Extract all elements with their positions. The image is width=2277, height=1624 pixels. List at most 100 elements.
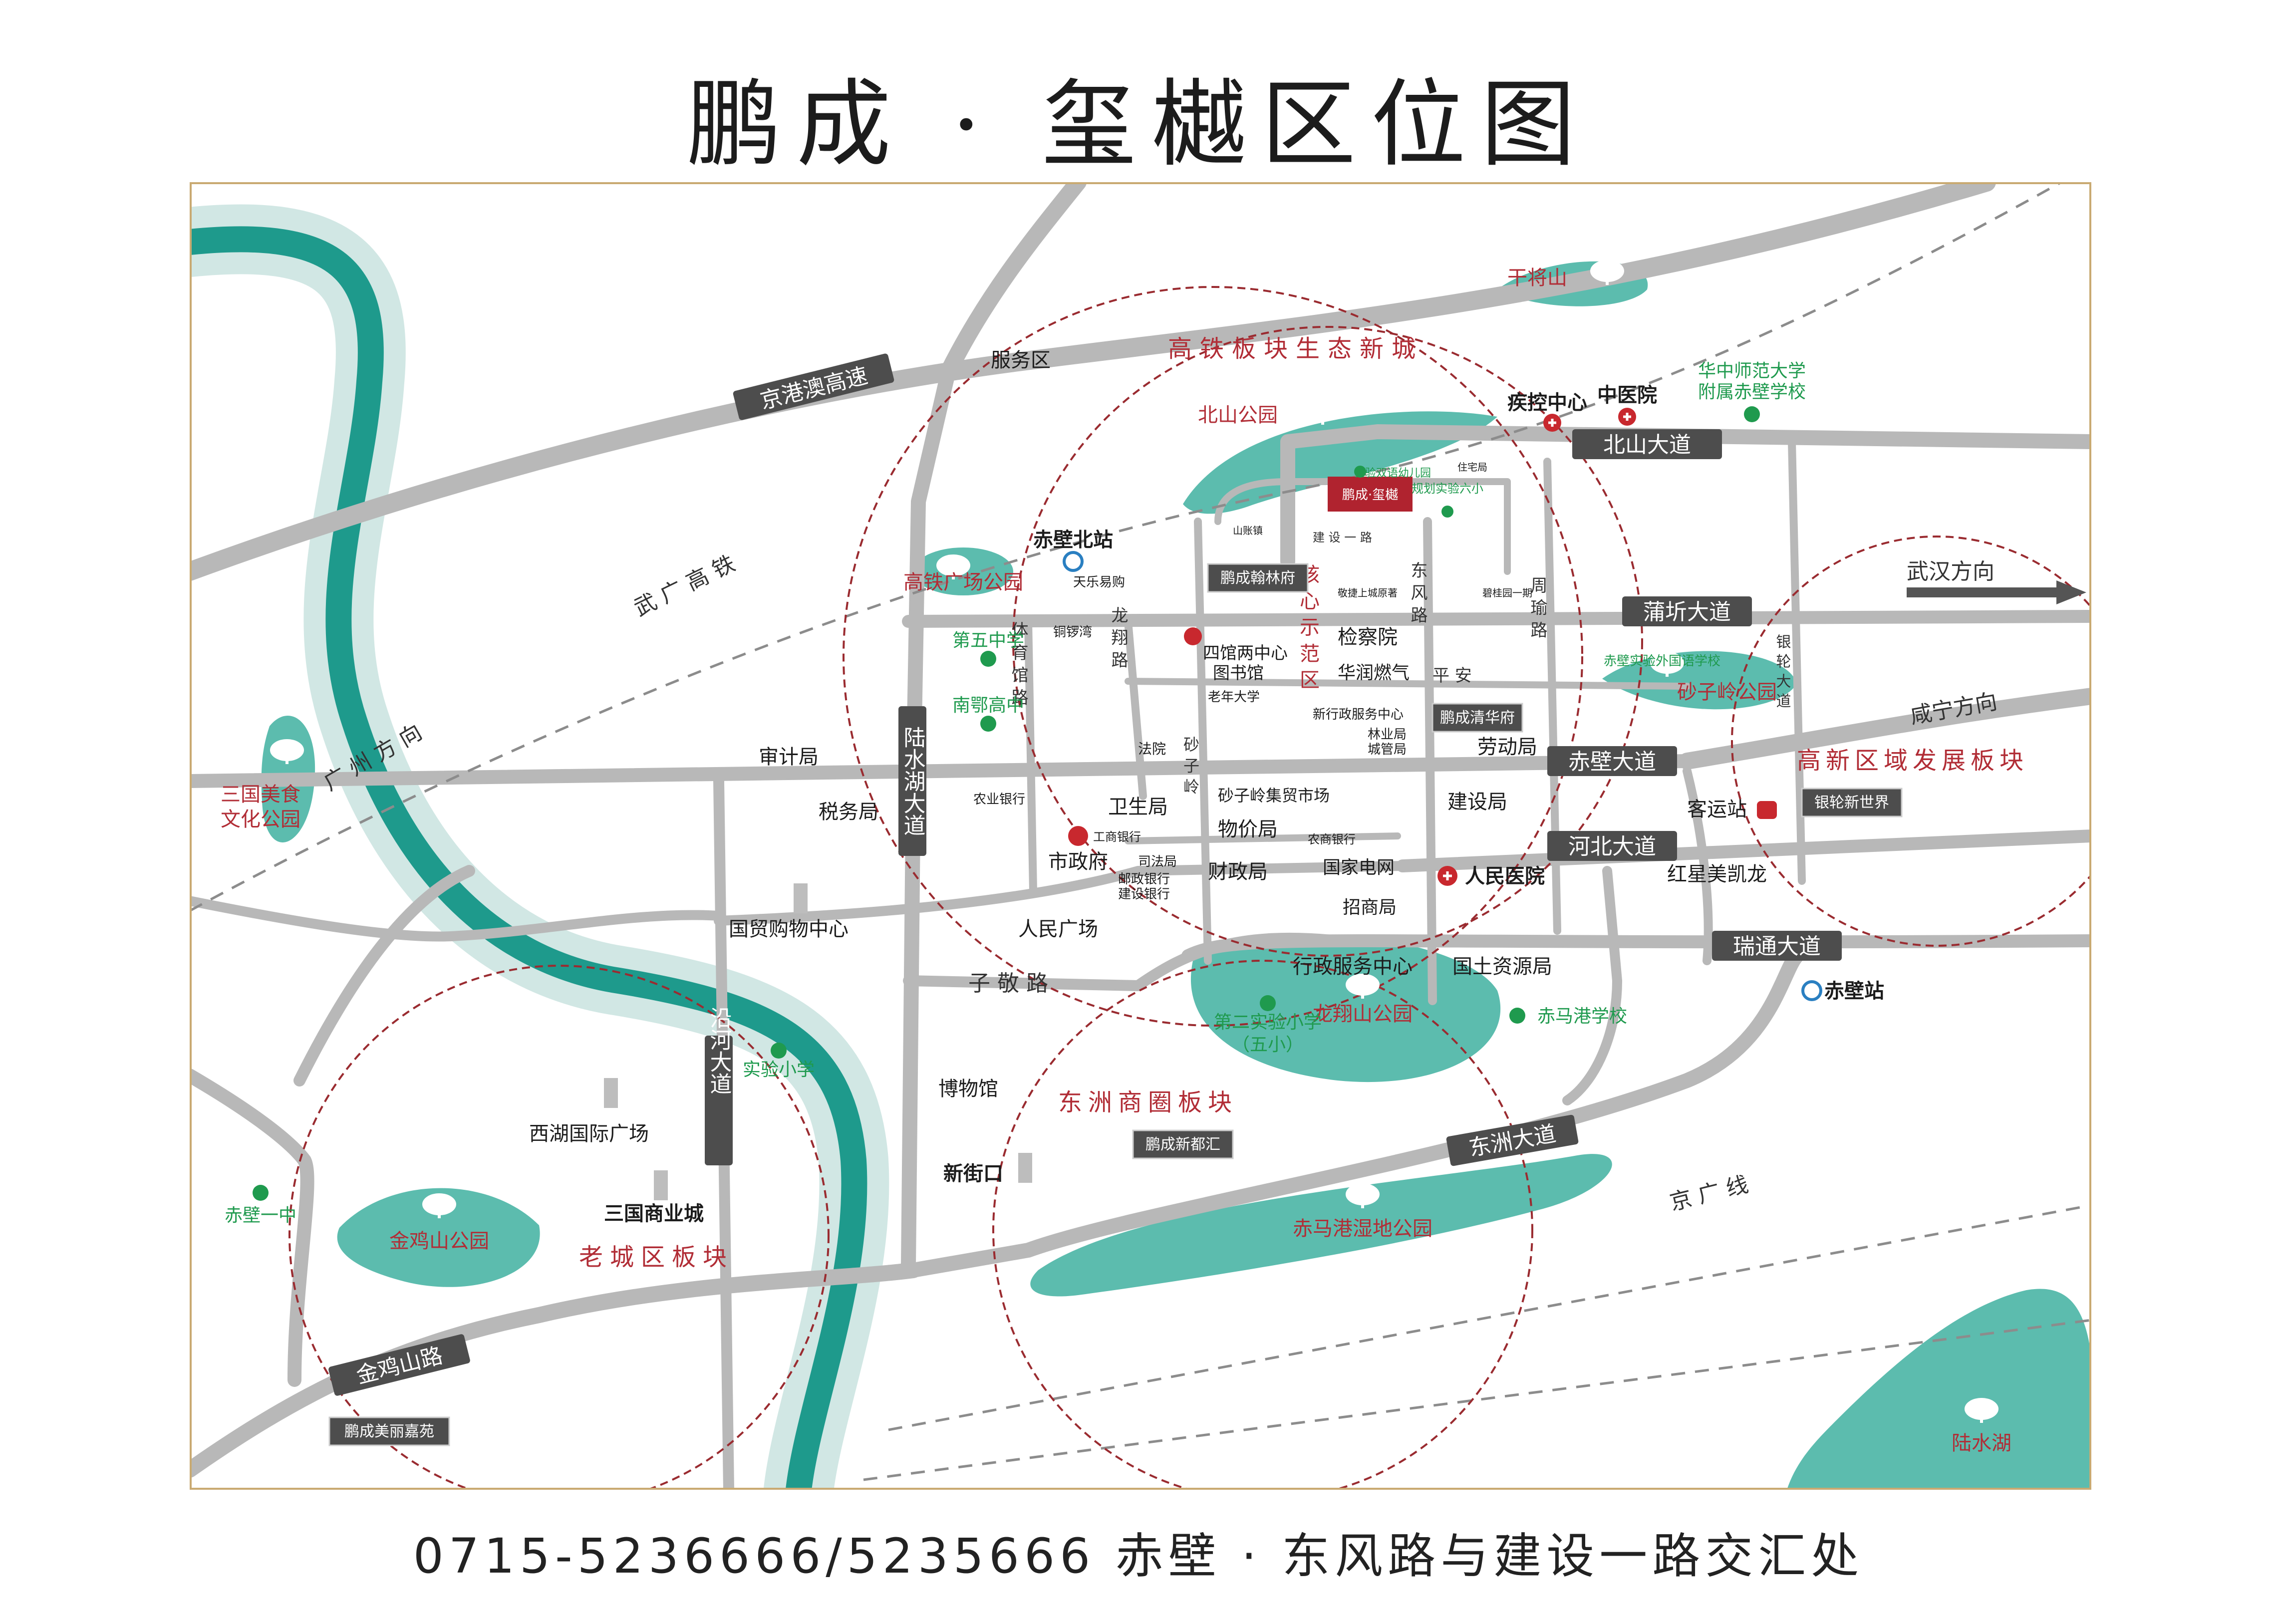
label-shaziling-market: 砂子岭集贸市场 — [1218, 786, 1330, 805]
road-hebei — [1396, 829, 2091, 872]
label-shanzhen: 山账镇 — [1233, 525, 1263, 537]
road-label-chibi: 赤壁大道 — [1568, 749, 1656, 775]
road-zijing — [903, 932, 1343, 991]
project-yinlun: 银轮新世界 — [1801, 788, 1903, 817]
train-station-icon — [1063, 551, 1084, 572]
project-tags[interactable]: 鹏成·玺樾 鹏成翰林府 鹏成清华府 鹏成新都汇 鹏成美丽嘉苑 银轮新世界 — [328, 477, 1903, 1446]
building-icon — [794, 883, 808, 913]
station-chibibei: 赤壁北站 — [1033, 529, 1113, 551]
station-keyun: 客运站 — [1687, 798, 1747, 821]
map-border — [190, 182, 2091, 1490]
label-gongshang: 工商银行 — [1093, 830, 1141, 844]
road-tiyu — [1024, 617, 1037, 895]
park-chimagang-label: 赤马港湿地公园 — [1293, 1217, 1432, 1240]
label-renmin-gc: 人民广场 — [1018, 918, 1098, 941]
road-label-hebei: 河北大道 — [1568, 834, 1656, 859]
zone-gaoxin: 高新区域发展板块 — [1797, 747, 2028, 775]
school-di2-2: （五小） — [1232, 1035, 1304, 1055]
zone-gaotie: 高铁板块生态新城 — [1168, 335, 1423, 363]
text-wuhan: 武汉方向 — [1907, 559, 1994, 584]
park-lushuihu-label: 陆水湖 — [1952, 1432, 2011, 1455]
label-guotu: 国土资源局 — [1452, 955, 1552, 978]
label-chengguan: 城管局 — [1368, 742, 1407, 757]
rail-wuguang — [190, 182, 2062, 912]
road-puqi — [902, 610, 2091, 628]
text-dongfeng: 东 风 路 — [1408, 561, 1427, 623]
circle-gaoxin — [1731, 536, 2091, 947]
road-jinjishan — [190, 1262, 921, 1478]
text-shaziling: 砂 子 岭 — [1181, 736, 1200, 795]
project-hanlin: 鹏成翰林府 — [1207, 563, 1309, 593]
school-huazhong-2: 附属赤壁学校 — [1698, 382, 1806, 402]
hospital-jikong: 疾控中心 — [1507, 391, 1587, 414]
label-dianwang: 国家电网 — [1323, 857, 1395, 878]
road-longxiang — [1124, 617, 1147, 800]
road-dongfeng — [1423, 517, 1437, 1005]
school-guihua: 规划实验六小 — [1412, 482, 1483, 496]
svg-text:鹏成·玺樾: 鹏成·玺樾 — [1342, 488, 1398, 503]
text-pingan: 平 安 — [1432, 666, 1472, 686]
road-label-yanhe: 沿河大道 — [706, 1007, 732, 1094]
park-lushuihu — [1787, 1289, 2091, 1490]
government-star-icon — [1184, 627, 1202, 645]
footer-address: 赤壁 · 东风路与建设一路交汇处 — [1115, 1528, 1864, 1584]
text-zijing: 子 敬 路 — [968, 971, 1048, 996]
road-renmin — [714, 861, 1408, 926]
hospital-icon — [1437, 866, 1457, 886]
park-shaziling-label: 砂子岭公园 — [1677, 681, 1777, 704]
railways — [190, 182, 2091, 1481]
road-pingan — [1125, 678, 1691, 690]
svg-text:鹏成翰林府: 鹏成翰林府 — [1220, 569, 1295, 587]
label-huarun: 华润燃气 — [1338, 663, 1410, 683]
school-di2-1: 第二实验小学 — [1214, 1012, 1322, 1033]
circle-laocheng — [288, 965, 830, 1490]
road-west-river — [190, 896, 724, 942]
road-shaziling — [1194, 518, 1212, 965]
circle-gaotie — [843, 286, 1583, 1027]
label-lvdi: 碧桂园一期 — [1482, 587, 1532, 599]
label-hongxing: 红星美凯龙 — [1667, 863, 1767, 886]
svg-text:银轮新世界: 银轮新世界 — [1814, 794, 1889, 812]
park-ganjiang-label: 干将山 — [1507, 267, 1567, 289]
hospitals: 疾控中心 中医院 人民医院 — [1437, 384, 1657, 888]
park-beishan-label: 北山公园 — [1198, 404, 1278, 427]
road-beishan — [1280, 424, 2091, 569]
road-west-diag — [190, 1069, 314, 1387]
road-label-ruitong: 瑞通大道 — [1733, 934, 1821, 959]
arrow-wuhan-icon — [1907, 580, 2086, 604]
label-sanguo-shangye: 三国商业城 — [604, 1202, 704, 1225]
building-icon — [654, 1170, 668, 1200]
road-small-1 — [1125, 832, 1401, 844]
label-xingzheng: 行政服务中心 — [1293, 955, 1413, 978]
park-chimagang — [1030, 1154, 1612, 1297]
label-weisheng: 卫生局 — [1108, 796, 1168, 818]
road-chibi-w — [190, 754, 1694, 788]
text-jianshe1: 建 设 一 路 — [1313, 531, 1372, 544]
label-linye: 林业局 — [1368, 727, 1407, 742]
road-label-beishan: 北山大道 — [1603, 432, 1691, 458]
place-labels: 服务区 审计局 税务局 国贸购物中心 天乐易购 铜锣湾 四馆两中心 图书馆 检察… — [529, 349, 1767, 1225]
zone-circles — [288, 286, 2091, 1490]
svg-text:鹏成清华府: 鹏成清华府 — [1440, 709, 1515, 727]
label-jingtai: 敬捷上城原著 — [1338, 587, 1398, 599]
road-chibi-e — [1679, 688, 2091, 770]
label-fuwuqu: 服务区 — [991, 349, 1051, 372]
school-icon — [1441, 506, 1453, 518]
school-icon — [1744, 406, 1760, 422]
road-small-2 — [1562, 866, 1622, 1105]
hospital-icon — [1618, 408, 1636, 426]
school-huazhong-1: 华中师范大学 — [1698, 361, 1806, 381]
label-fayuan: 法院 — [1138, 741, 1166, 757]
park-longxiang-label: 龙翔山公园 — [1313, 1003, 1413, 1026]
label-xihu: 西湖国际广场 — [529, 1122, 649, 1145]
park-sanguo-label-1: 三国美食 — [221, 783, 300, 806]
footer-phone: 0715-5236666/5235666 — [413, 1528, 1096, 1584]
road-west-branch — [293, 865, 475, 1086]
footer: 0715-5236666/5235666 赤壁 · 东风路与建设一路交汇处 — [0, 1517, 2277, 1587]
school-icon — [253, 1185, 269, 1201]
label-caizheng: 财政局 — [1208, 860, 1268, 883]
location-map[interactable]: 京港澳高速 陆水湖大道 沿河大道 北山大道 蒲圻大道 赤壁大道 — [190, 182, 2091, 1490]
label-youzheng: 邮政银行 — [1118, 872, 1170, 887]
zone-dongzhou: 东洲商圈板块 — [1058, 1088, 1238, 1116]
rail-south — [863, 1319, 2091, 1481]
